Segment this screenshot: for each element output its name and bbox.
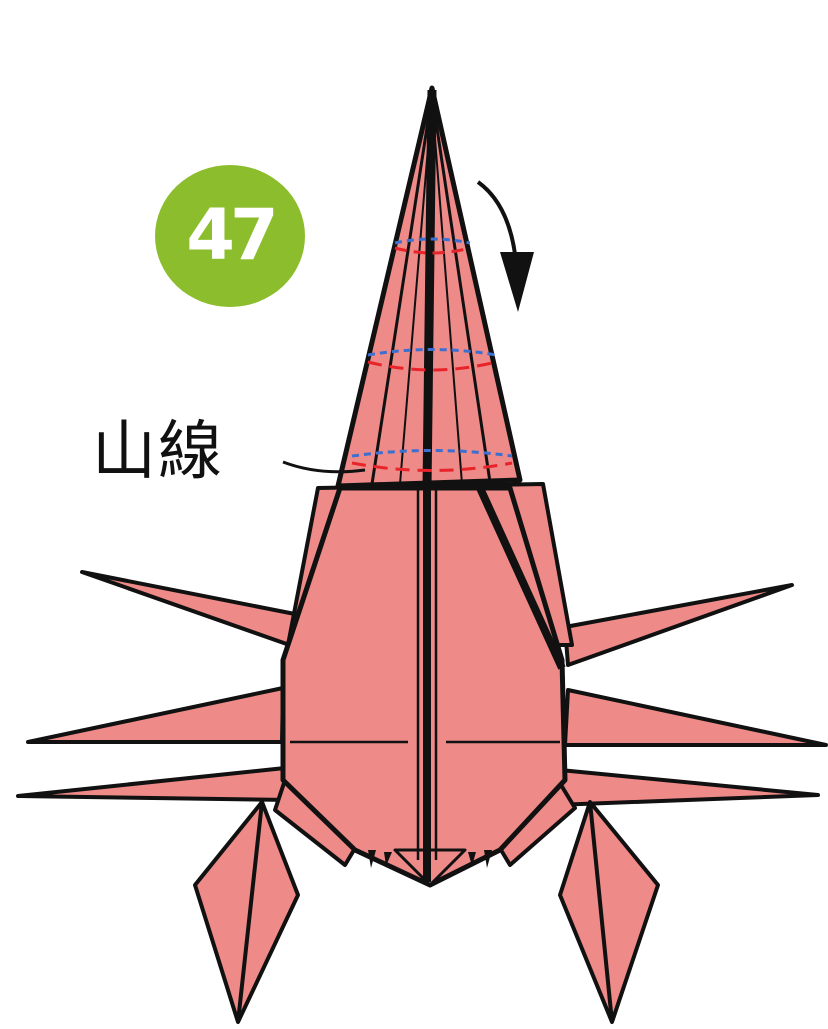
mountain-fold-line-3 (351, 461, 513, 472)
mountain-fold-label: 山線 (92, 415, 224, 489)
label-leader-line (282, 460, 366, 474)
claw-left (193, 778, 362, 1024)
leg-right-3 (553, 768, 820, 807)
legs-right (553, 583, 828, 807)
leg-right-2 (563, 688, 828, 747)
body (280, 482, 574, 888)
tail-crease-left (370, 94, 434, 485)
tail (335, 85, 523, 489)
valley-fold-line-2 (367, 348, 497, 357)
claw-right (493, 778, 660, 1024)
claw-left-pincer (193, 800, 300, 1024)
step-number: 47 (186, 194, 278, 276)
mountain-fold-line-2 (367, 360, 497, 372)
step-number-badge: 47 (155, 165, 305, 307)
tail-crease-left-inner (399, 99, 433, 485)
tail-crease-right-inner (431, 99, 463, 485)
leg-right-1 (563, 583, 794, 667)
claw-right-crease (588, 801, 614, 1023)
claw-left-crease (236, 801, 264, 1023)
leg-left-3 (16, 766, 294, 802)
mountain-fold-line-1 (394, 246, 471, 255)
curved-fold-arrow-icon (476, 180, 534, 312)
valley-fold-line-1 (394, 237, 471, 245)
valley-fold-line-3 (351, 449, 513, 458)
tail-crease-right (430, 94, 492, 483)
fold-lines (351, 237, 513, 472)
leg-left-2 (26, 686, 285, 744)
mouth-spikes (368, 850, 492, 868)
tail-center-line (422, 89, 437, 489)
body-diagonal-right (476, 486, 566, 670)
legs-left (16, 570, 302, 802)
leg-left-1 (80, 570, 302, 650)
